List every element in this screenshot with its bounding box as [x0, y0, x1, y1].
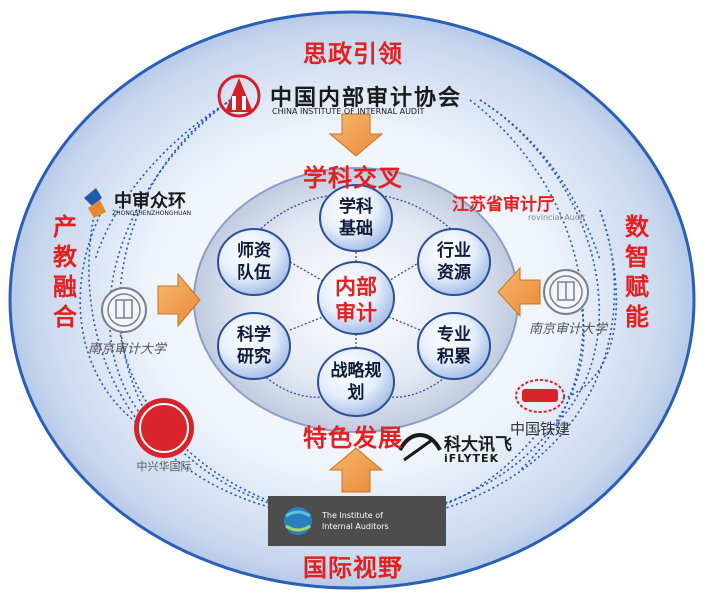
right-label-char: 智: [625, 243, 649, 271]
right-label: 数 智 赋 能: [622, 212, 652, 332]
arrow-right-left: [157, 272, 201, 328]
left-label-char: 融: [53, 273, 77, 301]
cpa-name-cn: 中兴华国际: [136, 460, 192, 473]
iflytek-name-cn: 科大讯飞: [444, 435, 512, 455]
bottom-label: 国际视野: [303, 554, 403, 582]
nau-left-seal: [101, 287, 147, 333]
ciia-name-en: CHINA INSTITUTE OF INTERNAL AUDIT: [272, 107, 425, 116]
iia-name-line1: The Institute of: [322, 511, 383, 520]
node-top-line1: 学科: [339, 197, 373, 217]
zhongshen-logo-mark: [84, 188, 106, 218]
node-center-text: 内部 审计: [318, 274, 394, 326]
left-label: 产 教 融 合: [50, 212, 80, 332]
node-top-circle: [319, 184, 393, 252]
node-lower-right-circle: [417, 312, 491, 380]
nau-right-seal: [543, 269, 589, 315]
node-lower-right-line2: 积累: [437, 347, 471, 367]
arrow-up-bottom: [328, 447, 384, 493]
ciia-logo-emblem: [217, 74, 261, 118]
iflytek-name-en: iFLYTEK: [444, 452, 500, 465]
node-bottom-line2: 划: [347, 383, 365, 403]
inner-top-label: 学科交叉: [303, 164, 403, 192]
top-label: 思政引领: [303, 40, 403, 68]
nau-right-script: 南京审计大学: [528, 322, 607, 337]
node-bottom-text: 战略规 划: [318, 360, 394, 404]
jiangsu-audit-name: 江苏省审计厅: [452, 195, 554, 215]
iflytek-logo-mark: [398, 433, 442, 462]
crcc-name-cn: 中国铁建: [509, 420, 570, 438]
iia-name-line2: Internal Auditors: [322, 522, 389, 531]
right-label-char: 数: [625, 213, 649, 241]
nau-left-script: 南京审计大学: [87, 342, 166, 357]
arrow-down-top: [328, 113, 384, 157]
node-lower-right-text: 专业 积累: [418, 324, 490, 368]
node-bottom-circle: [317, 347, 395, 417]
node-lower-left-line1: 科学: [237, 325, 271, 345]
node-upper-left-line2: 队伍: [237, 263, 271, 283]
node-top-text: 学科 基础: [320, 196, 392, 240]
left-label-char: 教: [53, 243, 77, 271]
node-upper-right-line2: 资源: [437, 263, 471, 283]
jiangsu-audit-sub: rovincial Audit: [528, 213, 586, 222]
ciia-name-cn: 中国内部审计协会: [270, 86, 463, 111]
node-top-line2: 基础: [339, 219, 373, 239]
crcc-logo: [515, 379, 565, 413]
node-upper-left-circle: [217, 228, 291, 296]
node-center-circle: [317, 261, 395, 335]
node-lower-left-circle: [217, 312, 291, 380]
zhongshen-name-cn: 中审众环: [114, 191, 186, 212]
node-upper-right-circle: [417, 228, 491, 296]
node-lower-left-line2: 研究: [237, 347, 271, 367]
node-upper-right-line1: 行业: [437, 241, 471, 261]
node-lower-right-line1: 专业: [437, 325, 471, 345]
right-label-char: 能: [625, 303, 649, 331]
arrow-left-right: [497, 266, 541, 318]
left-label-char: 产: [53, 213, 77, 241]
zhongshen-name-en: ZHONGSHENZHONGHUAN: [112, 210, 192, 217]
right-label-char: 赋: [625, 273, 649, 301]
node-bottom-line1: 战略规: [330, 361, 382, 381]
left-label-char: 合: [53, 303, 77, 331]
node-lower-left-text: 科学 研究: [218, 324, 290, 368]
cpa-logo: [134, 398, 194, 458]
iia-logo: [268, 496, 446, 546]
node-center-line1: 内部: [335, 275, 377, 299]
node-center-line2: 审计: [335, 301, 377, 325]
inner-nodes: [217, 184, 491, 417]
node-upper-left-text: 师资 队伍: [218, 240, 290, 284]
node-upper-right-text: 行业 资源: [418, 240, 490, 284]
node-upper-left-line1: 师资: [237, 241, 271, 261]
inner-bottom-label: 特色发展: [303, 424, 403, 452]
